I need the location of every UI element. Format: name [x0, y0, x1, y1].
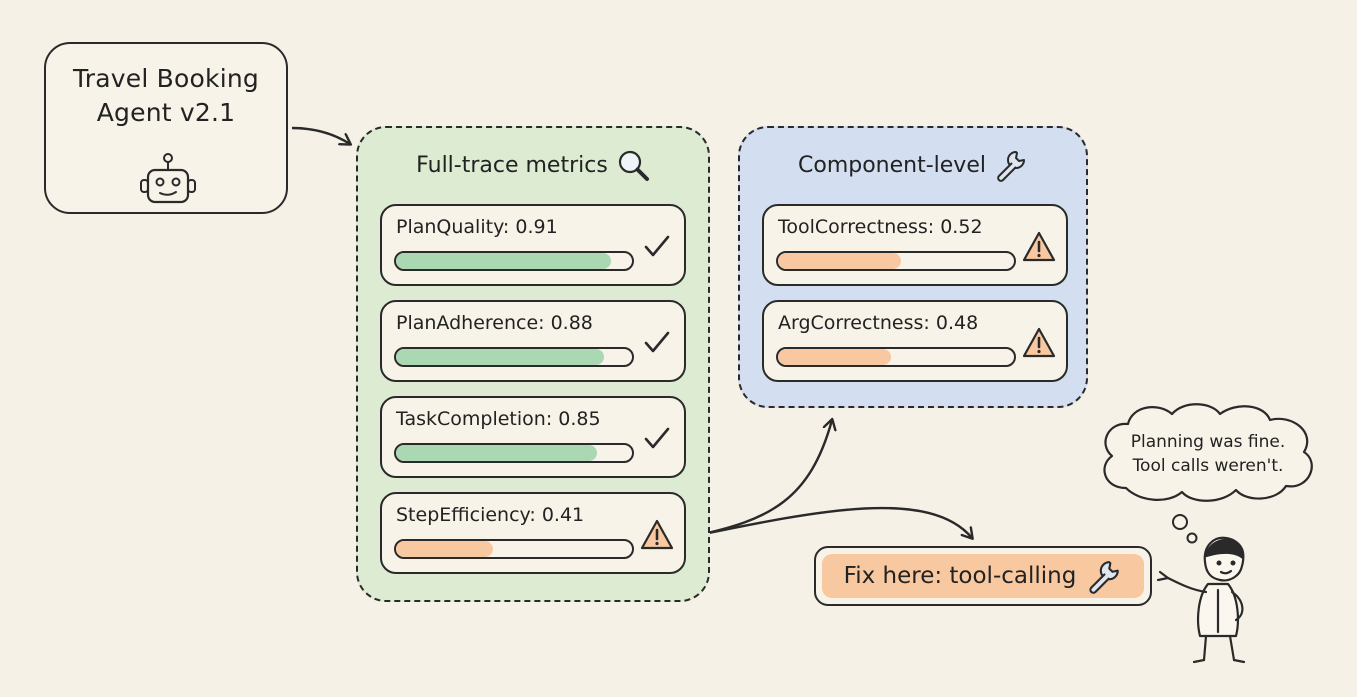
- warning-icon: [640, 519, 674, 550]
- check-icon: [644, 427, 670, 449]
- full-trace-metric-card: PlanQuality: 0.91: [380, 204, 686, 286]
- metric-progress-fill: [396, 349, 604, 365]
- metric-label: ArgCorrectness: 0.48: [778, 312, 979, 334]
- metric-label: PlanAdherence: 0.88: [396, 312, 593, 334]
- metric-progress-fill: [396, 541, 493, 557]
- metric-progress-fill: [396, 253, 611, 269]
- agent-title-line2: Agent v2.1: [96, 98, 236, 127]
- full-trace-metric-card: PlanAdherence: 0.88: [380, 300, 686, 382]
- agent-title: Travel Booking Agent v2.1: [46, 62, 286, 130]
- metric-label: TaskCompletion: 0.85: [396, 408, 601, 430]
- metric-progress-fill: [778, 349, 892, 365]
- wrench-icon: [1089, 561, 1120, 594]
- check-icon: [644, 235, 670, 257]
- full-trace-title: Full-trace metrics: [416, 152, 608, 178]
- fix-callout: Fix here: tool-calling: [814, 546, 1152, 606]
- metric-progress-bar: [776, 347, 1016, 367]
- agent-to-full-trace-arrow: [291, 126, 350, 144]
- full-trace-title-row: Full-trace metrics: [358, 148, 708, 182]
- metric-progress-bar: [394, 443, 634, 463]
- component-metric-card: ToolCorrectness: 0.52: [762, 204, 1068, 286]
- thought-line1: Planning was fine.: [1130, 432, 1286, 452]
- component-metric-card: ArgCorrectness: 0.48: [762, 300, 1068, 382]
- metric-progress-bar: [394, 347, 634, 367]
- agent-box: Travel Booking Agent v2.1: [44, 42, 288, 214]
- component-title: Component-level: [798, 152, 986, 178]
- metric-progress-fill: [778, 253, 901, 269]
- component-title-row: Component-level: [740, 148, 1086, 182]
- thought-bubble: Planning was fine. Tool calls weren't.: [1096, 400, 1320, 504]
- cloud-shape: [1103, 403, 1313, 502]
- magnifier-icon: [618, 150, 649, 181]
- metric-progress-bar: [394, 251, 634, 271]
- wrench-icon: [997, 151, 1025, 182]
- warning-icon: [1022, 327, 1056, 358]
- robot-icon: [140, 153, 196, 204]
- metric-progress-bar: [776, 251, 1016, 271]
- agent-title-line1: Travel Booking: [73, 64, 259, 93]
- full-trace-metric-card: TaskCompletion: 0.85: [380, 396, 686, 478]
- step-efficiency-to-component-arrow: [693, 420, 832, 538]
- metric-label: StepEfficiency: 0.41: [396, 504, 585, 526]
- check-icon: [644, 331, 670, 353]
- full-trace-metric-card: StepEfficiency: 0.41: [380, 492, 686, 574]
- metric-label: ToolCorrectness: 0.52: [778, 216, 983, 238]
- thought-line2: Tool calls weren't.: [1132, 456, 1284, 476]
- metric-progress-bar: [394, 539, 634, 559]
- thought-text: Planning was fine. Tool calls weren't.: [1096, 430, 1320, 478]
- warning-icon: [1022, 231, 1056, 262]
- fix-label: Fix here: tool-calling: [843, 563, 1077, 589]
- fix-callout-inner: Fix here: tool-calling: [822, 554, 1144, 598]
- metric-progress-fill: [396, 445, 597, 461]
- step-efficiency-to-fix-arrow: [693, 506, 972, 538]
- metric-label: PlanQuality: 0.91: [396, 216, 558, 238]
